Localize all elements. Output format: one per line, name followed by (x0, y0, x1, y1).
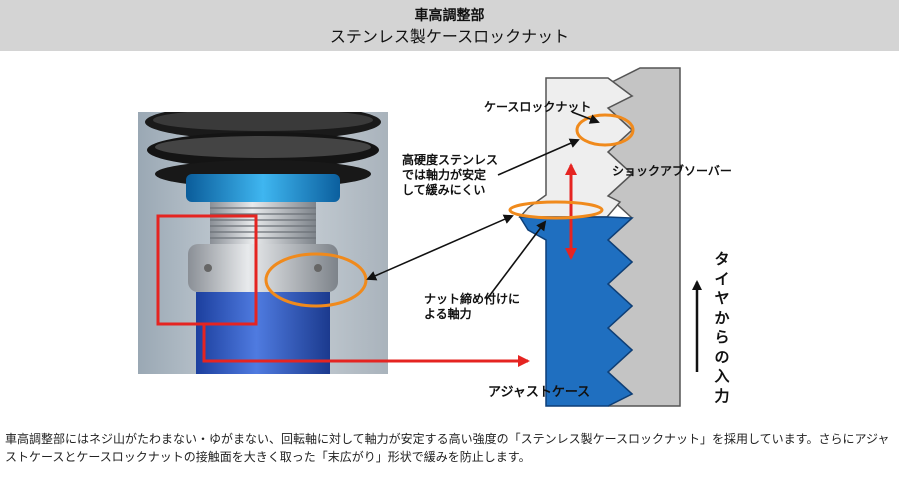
stainless-leader-arrow (497, 138, 580, 176)
header-subtitle: ステンレス製ケースロックナット (329, 27, 570, 46)
label-shock-absorber: ショックアブソーバー (612, 164, 732, 178)
header-bar: 車高調整部 ステンレス製ケースロックナット (0, 0, 899, 51)
thread-highlight-ellipse (575, 113, 635, 147)
detail-box (156, 214, 258, 326)
description-caption: 車高調整部にはネジ山がたわまない・ゆがまない、回転軸に対して軸力が安定する高い強… (5, 432, 890, 464)
detail-connector-arrow (202, 324, 530, 367)
label-adjust-case: アジャストケース (488, 385, 591, 400)
photo-highlight-ellipse (264, 252, 368, 308)
adjust-case-section (518, 216, 634, 407)
nut-force-leader-arrow (486, 220, 547, 300)
lock-nut-leader-arrow (571, 111, 600, 124)
label-case-lock-nut: ケースロックナット (484, 100, 592, 114)
label-nut-axial-force: ナット締め付けに よる軸力 (424, 292, 521, 321)
photo-to-section-arrow (366, 214, 514, 281)
header-title: 車高調整部 (414, 8, 485, 24)
label-tire-input: タイヤからの入力 (714, 250, 730, 405)
contact-face-highlight-ellipse (508, 200, 604, 220)
coilover-photo (138, 112, 388, 374)
label-stainless-note: 高硬度ステンレス では軸力が安定 して緩みにくい (402, 153, 499, 197)
